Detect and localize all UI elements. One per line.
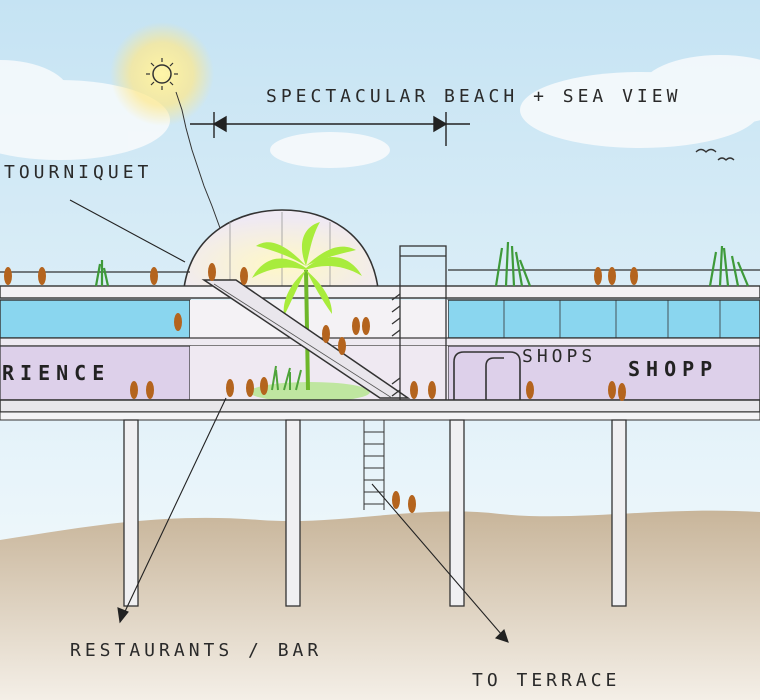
garden-mound bbox=[250, 382, 370, 402]
bird-icon bbox=[695, 148, 735, 161]
escalator bbox=[201, 279, 411, 399]
shop-arches bbox=[453, 351, 521, 400]
pier-pilings bbox=[123, 419, 627, 607]
roof-deck bbox=[0, 285, 760, 299]
view-label: SPECTACULAR BEACH + SEA VIEW bbox=[266, 86, 681, 107]
person-icon bbox=[4, 263, 638, 513]
shops-text: SHOPS bbox=[522, 346, 596, 367]
experience-text: RIENCE bbox=[2, 361, 110, 385]
restaurants-label: RESTAURANTS / BAR bbox=[70, 640, 322, 661]
lower-wall-left bbox=[0, 345, 191, 401]
terrace-label: TO TERRACE bbox=[472, 670, 620, 691]
bottom-leaders bbox=[117, 397, 509, 643]
pier-deck bbox=[0, 399, 760, 413]
tourniquet-label: TOURNIQUET bbox=[4, 162, 152, 183]
ladder bbox=[363, 420, 385, 510]
roof-railing bbox=[0, 269, 760, 273]
upper-glass-right bbox=[447, 299, 760, 339]
pier-deck-edge bbox=[0, 411, 760, 421]
clouds bbox=[0, 55, 760, 168]
middle-slab bbox=[0, 337, 760, 347]
upper-glass-left bbox=[0, 299, 191, 339]
shopping-text: SHOPP bbox=[628, 357, 718, 381]
view-dimension-arrow bbox=[190, 112, 470, 146]
garden-grass bbox=[271, 365, 302, 391]
sun-ray-line bbox=[175, 91, 229, 251]
sand-beach bbox=[0, 510, 760, 700]
tourniquet-leader bbox=[69, 199, 186, 263]
sun-icon bbox=[110, 22, 214, 126]
glass-mullions bbox=[503, 300, 721, 338]
atrium-upper bbox=[190, 300, 448, 338]
roof-plants bbox=[94, 241, 750, 287]
